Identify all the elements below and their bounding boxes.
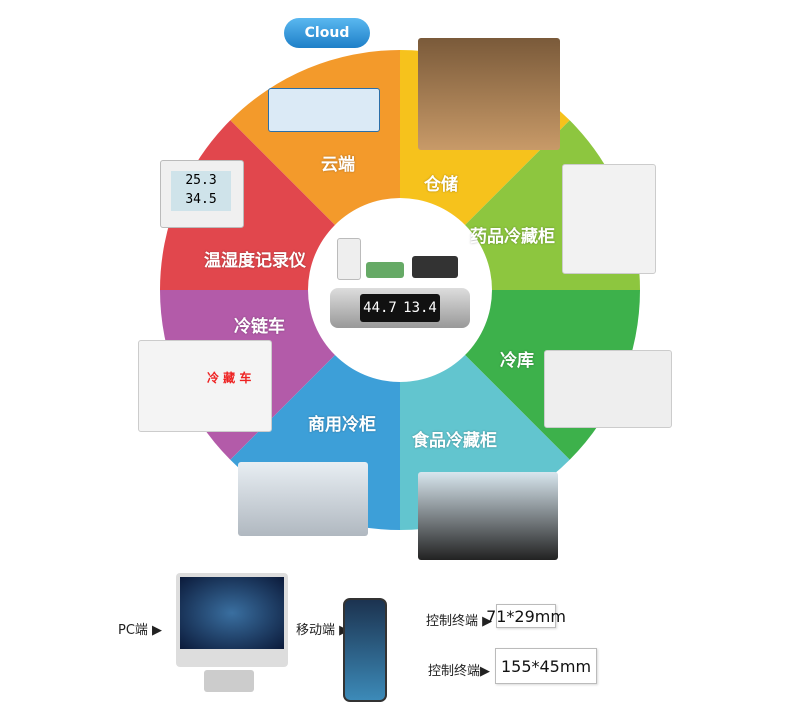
pc-stand-image <box>204 670 254 692</box>
label-cloud: 云端 <box>321 155 355 175</box>
mobile-label: 移动端 ▶ <box>296 623 350 638</box>
cold-storage-image <box>544 350 672 428</box>
commercial-freezer-image <box>238 462 368 536</box>
control-terminal-label-1: 控制终端 ▶ <box>426 614 493 629</box>
label-medicine-fridge: 药品冷藏柜 <box>470 227 555 247</box>
recorder-humidity: 34.5 <box>185 192 217 207</box>
display-right-value: 13.4 <box>403 300 437 316</box>
food-fridge-image <box>418 472 558 560</box>
truck-text: 冷 藏 车 <box>207 371 252 385</box>
devices-icon <box>268 88 380 132</box>
module-board-image <box>366 262 404 278</box>
pc-label: PC端 ▶ <box>118 623 163 638</box>
label-commercial-freezer: 商用冷柜 <box>308 415 376 435</box>
control-size-1: 71*29mm <box>486 604 566 628</box>
medicine-fridge-image <box>562 164 656 274</box>
dtu-device-image <box>412 256 458 278</box>
pc-monitor-image <box>176 573 288 667</box>
label-cold-chain-truck: 冷链车 <box>234 317 285 337</box>
label-cold-storage: 冷库 <box>500 351 534 371</box>
cloud-label: Cloud <box>284 18 370 48</box>
controller-image: 44.7 13.4 <box>330 288 470 328</box>
control-size-2: 155*45mm <box>495 648 597 684</box>
label-food-fridge: 食品冷藏柜 <box>412 431 497 451</box>
control-terminal-label-2: 控制终端▶ <box>428 664 490 679</box>
display-left-value: 44.7 <box>363 300 397 316</box>
recorder-temp: 25.3 <box>185 173 217 188</box>
cloud-icon: Cloud <box>272 14 382 54</box>
label-th-recorder: 温湿度记录仪 <box>204 251 306 271</box>
recorder-image: 25.3 34.5 <box>160 160 244 228</box>
truck-image: 冷 藏 车 <box>138 340 272 432</box>
phone-image <box>343 598 387 702</box>
warehouse-image <box>418 38 560 150</box>
label-warehouse: 仓储 <box>424 175 458 195</box>
gateway-device-image <box>337 238 361 280</box>
